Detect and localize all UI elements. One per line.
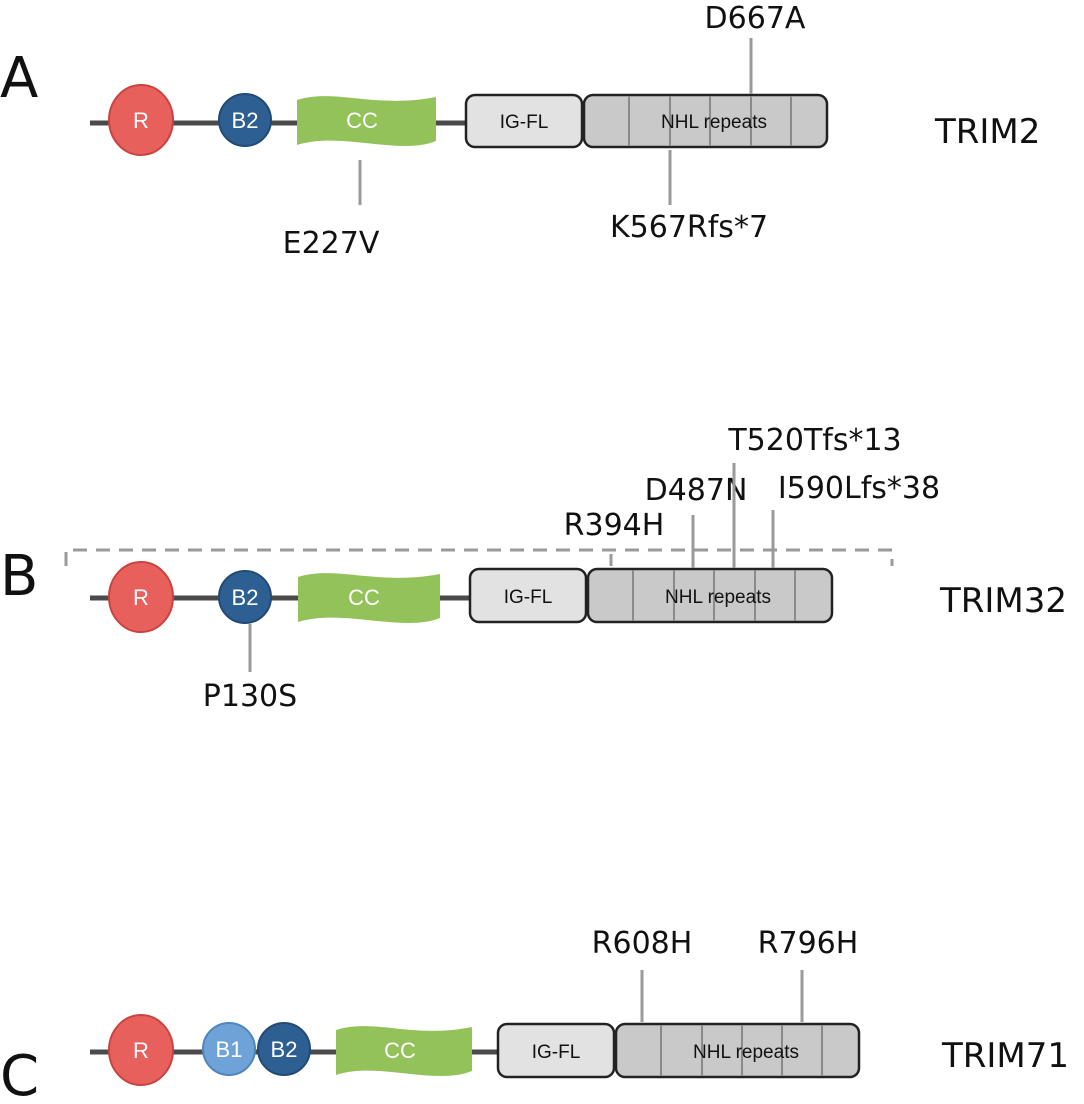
protein-name-trim32: TRIM32 bbox=[939, 581, 1067, 621]
nhl-label: NHL repeats bbox=[693, 1042, 799, 1063]
igfl-domain: IG-FL bbox=[468, 567, 588, 624]
mutation-marker: E227V bbox=[283, 160, 380, 261]
coiled-coil-label: CC bbox=[346, 108, 378, 133]
bbox2-label: B2 bbox=[271, 1037, 298, 1062]
mutation-marker: R796H bbox=[758, 926, 859, 1022]
ring-domain: R bbox=[108, 84, 174, 156]
bbox2-label: B2 bbox=[232, 585, 259, 610]
mutation-marker: P130S bbox=[203, 624, 297, 714]
bbox2-domain: B2 bbox=[257, 1022, 311, 1076]
panel-letter-a: A bbox=[0, 46, 38, 111]
mutation-label: I590Lfs*38 bbox=[778, 471, 940, 506]
panel-letter-b: B bbox=[0, 544, 38, 609]
mutation-label: E227V bbox=[283, 226, 380, 261]
mutation-marker: K567Rfs*7 bbox=[610, 150, 768, 245]
coiled-coil-domain: CC bbox=[336, 1026, 472, 1076]
ring-domain: R bbox=[108, 1014, 174, 1086]
igfl-label: IG-FL bbox=[504, 587, 553, 608]
protein-name-trim2: TRIM2 bbox=[934, 112, 1040, 152]
igfl-label: IG-FL bbox=[500, 112, 549, 133]
panel-letter-c: C bbox=[0, 1044, 39, 1104]
mutation-marker: R608H bbox=[592, 926, 693, 1022]
mutation-label: D667A bbox=[705, 1, 806, 36]
coiled-coil-label: CC bbox=[348, 585, 380, 610]
bbox1-label: B1 bbox=[216, 1037, 243, 1062]
protein-name-trim71: TRIM71 bbox=[941, 1036, 1069, 1076]
mutation-label: R608H bbox=[592, 926, 693, 961]
nhl-repeats-domain: NHL repeats bbox=[586, 567, 834, 624]
mutation-label: R796H bbox=[758, 926, 859, 961]
mutation-label: P130S bbox=[203, 679, 297, 714]
panel-a: A R B2 CC IG-FL NHL bbox=[0, 1, 1040, 261]
coiled-coil-domain: CC bbox=[297, 96, 436, 146]
bbox2-label: B2 bbox=[232, 108, 259, 133]
ring-label: R bbox=[133, 1038, 149, 1063]
coiled-coil-domain: CC bbox=[298, 573, 440, 623]
nhl-interaction-bracket bbox=[64, 548, 894, 566]
mutation-label: K567Rfs*7 bbox=[610, 210, 768, 245]
mutation-marker: T520Tfs*13 bbox=[727, 423, 902, 568]
mutation-marker: R394H bbox=[564, 508, 665, 566]
bbox1-domain: B1 bbox=[202, 1022, 256, 1076]
nhl-repeats-domain: NHL repeats bbox=[614, 1022, 861, 1079]
nhl-label: NHL repeats bbox=[661, 112, 767, 133]
mutation-label: D487N bbox=[645, 473, 748, 508]
mutation-marker: D487N bbox=[645, 473, 748, 568]
panel-b: B R B2 CC IG-FL bbox=[0, 423, 1067, 714]
mutation-label: R394H bbox=[564, 508, 665, 543]
nhl-label: NHL repeats bbox=[665, 587, 771, 608]
mutation-marker: I590Lfs*38 bbox=[771, 471, 940, 568]
mutation-label: T520Tfs*13 bbox=[727, 423, 901, 458]
mutation-marker: D667A bbox=[705, 1, 806, 94]
igfl-domain: IG-FL bbox=[496, 1022, 616, 1079]
igfl-domain: IG-FL bbox=[464, 93, 584, 149]
ring-label: R bbox=[133, 585, 149, 610]
bbox2-domain: B2 bbox=[218, 93, 272, 147]
ring-domain: R bbox=[108, 561, 174, 633]
ring-label: R bbox=[133, 108, 149, 133]
igfl-label: IG-FL bbox=[532, 1042, 581, 1063]
panel-c: C R B1 B2 CC IG-FL bbox=[0, 926, 1069, 1104]
nhl-repeats-domain: NHL repeats bbox=[582, 93, 829, 149]
coiled-coil-label: CC bbox=[384, 1038, 416, 1063]
bbox2-domain: B2 bbox=[218, 570, 272, 624]
